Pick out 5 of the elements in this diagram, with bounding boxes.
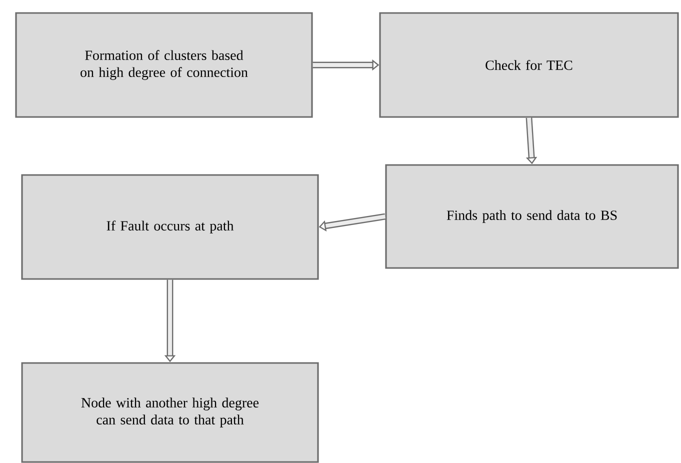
process-box: Node with another high degree can send data to that path bbox=[21, 362, 319, 463]
process-box: Formation of clusters based on high degree of connection bbox=[15, 12, 313, 118]
process-box: If Fault occurs at path bbox=[21, 174, 319, 280]
process-box: Finds path to send data to BS bbox=[385, 164, 679, 269]
process-box: Check for TEC bbox=[379, 12, 679, 118]
